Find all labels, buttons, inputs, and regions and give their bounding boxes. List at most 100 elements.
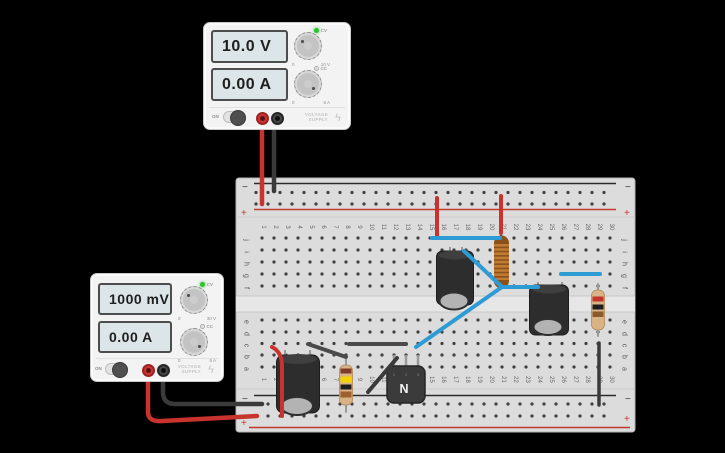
- board-dot: [392, 248, 396, 252]
- board-dot: [356, 248, 360, 252]
- board-dot: [512, 365, 516, 369]
- board-dot: [416, 236, 420, 240]
- board-dot: [608, 248, 612, 252]
- board-dot: [428, 284, 432, 288]
- power-supply-top[interactable]: 10.0 V 0.00 A 0 10 V CV 0 5 A CC ON VOLT…: [203, 22, 351, 130]
- wire-left-supply-positive[interactable]: [145, 369, 260, 424]
- column-number: 16: [440, 224, 446, 231]
- power-toggle[interactable]: [223, 110, 246, 126]
- board-dot: [368, 236, 372, 240]
- board-dot: [530, 414, 534, 418]
- board-dot: [440, 318, 444, 322]
- column-number: 4: [296, 225, 302, 229]
- board-dot: [488, 248, 492, 252]
- board-dot: [434, 190, 438, 195]
- row-letter: a: [243, 367, 250, 371]
- negative-terminal[interactable]: [157, 364, 170, 377]
- wire-blue-diagonal-transistor[interactable]: [414, 285, 504, 349]
- knob-min-label: 0: [178, 316, 181, 321]
- power-supply-left[interactable]: 1000 mV 0.00 A 0 30 V CV 0 5 A CC ON VOL…: [90, 273, 224, 382]
- board-dot: [482, 402, 486, 406]
- board-dot: [362, 414, 366, 418]
- board-dot: [548, 353, 552, 357]
- wire-dark-diagonal[interactable]: [366, 356, 399, 394]
- column-number: 29: [596, 224, 602, 231]
- row-letter: b: [243, 355, 250, 359]
- board-dot: [548, 365, 552, 369]
- board-dot: [260, 236, 264, 240]
- board-dot: [560, 236, 564, 240]
- rail-plus-label: +: [241, 208, 247, 219]
- column-number: 27: [572, 376, 578, 383]
- board-dot: [542, 414, 546, 418]
- current-display: 0.00 A: [211, 68, 288, 101]
- cv-led-label: CV: [206, 282, 213, 287]
- breadboard[interactable]: − + − + − + − + 112233445566778899101011…: [235, 177, 636, 433]
- rail-plus-label: +: [624, 208, 630, 219]
- current-knob[interactable]: 0 5 A CC: [178, 324, 216, 363]
- negative-terminal[interactable]: [271, 112, 284, 125]
- capacitor-electrolytic-1[interactable]: [436, 247, 474, 311]
- knob-max-label: 30 V: [206, 316, 216, 321]
- board-dot: [296, 260, 300, 264]
- board-dot: [380, 365, 384, 369]
- board-dot: [428, 318, 432, 322]
- wire-gray-diagonal[interactable]: [306, 342, 348, 359]
- board-dot: [476, 330, 480, 334]
- wire-left-supply-negative[interactable]: [160, 369, 265, 407]
- board-dot: [512, 272, 516, 276]
- column-number: 17: [452, 376, 458, 383]
- board-dot: [272, 330, 276, 334]
- resistor-right[interactable]: [591, 283, 605, 337]
- resistor-left[interactable]: [339, 355, 353, 413]
- current-knob[interactable]: 0 5 A CC: [292, 66, 330, 105]
- wire-red-hook[interactable]: [270, 345, 284, 418]
- board-dot: [572, 260, 576, 264]
- positive-terminal[interactable]: [256, 112, 269, 125]
- board-dot: [338, 202, 342, 206]
- row-letter: f: [621, 287, 628, 289]
- board-dot: [506, 402, 510, 406]
- power-toggle[interactable]: [105, 362, 128, 378]
- cc-led-label: CC: [206, 324, 214, 329]
- capacitor-electrolytic-3[interactable]: [276, 350, 320, 416]
- row-letter: e: [621, 320, 628, 324]
- wire-blue-diagonal-cap1[interactable]: [462, 249, 504, 289]
- board-dot: [458, 202, 462, 206]
- row-letter: h: [243, 262, 250, 266]
- board-dot: [380, 248, 384, 252]
- row-letter: g: [243, 274, 250, 278]
- positive-terminal[interactable]: [142, 364, 155, 377]
- board-dot: [470, 402, 474, 406]
- transistor-type-label: N: [399, 382, 408, 396]
- current-display: 0.00 A: [98, 321, 172, 353]
- board-dot: [536, 260, 540, 264]
- capacitor-electrolytic-2[interactable]: [529, 282, 569, 336]
- knob-max-label: 10 V: [320, 62, 330, 67]
- transistor-npn[interactable]: 1 2 3 N: [386, 354, 426, 404]
- board-dot: [344, 284, 348, 288]
- voltage-knob[interactable]: 0 10 V CV: [292, 28, 330, 67]
- board-dot: [254, 202, 258, 206]
- board-dot: [332, 284, 336, 288]
- resistor-band: [592, 311, 604, 317]
- board-dot: [548, 236, 552, 240]
- voltage-knob[interactable]: 0 30 V CV: [178, 282, 216, 321]
- board-dot: [608, 318, 612, 322]
- board-dot: [284, 260, 288, 264]
- board-dot: [308, 272, 312, 276]
- board-dot: [428, 248, 432, 252]
- knob-max-label: 5 A: [209, 358, 216, 363]
- board-dot: [266, 402, 270, 406]
- board-dot: [356, 365, 360, 369]
- board-dot: [524, 330, 528, 334]
- board-dot: [584, 260, 588, 264]
- inductor-coil[interactable]: [494, 234, 509, 290]
- board-dot: [350, 202, 354, 206]
- board-dot: [596, 248, 600, 252]
- board-dot: [308, 330, 312, 334]
- board-dot: [464, 330, 468, 334]
- board-dot: [572, 341, 576, 346]
- board-dot: [452, 353, 456, 357]
